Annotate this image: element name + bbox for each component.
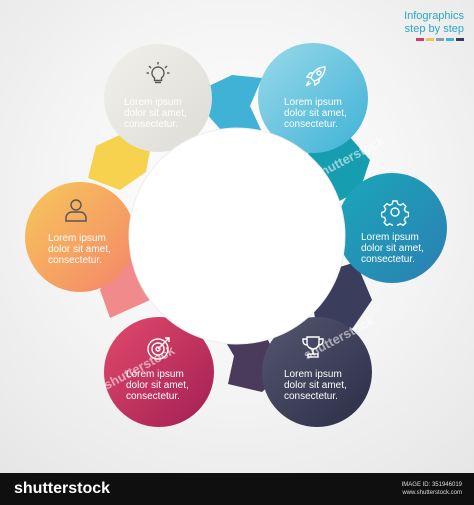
person-icon: [62, 196, 90, 224]
step-2-line-1: Lorem ipsum: [284, 97, 342, 108]
target-icon: [145, 334, 173, 362]
step-4-line-3: consectetur.: [284, 391, 338, 402]
step-circle-4: [262, 317, 372, 427]
footer-logo: shutterstock: [14, 480, 111, 497]
step-5-line-2: dolor sit amet,: [126, 380, 189, 391]
step-circle-2: [258, 43, 368, 153]
step-circle-3: [337, 173, 447, 283]
step-text-6: Lorem ipsum dolor sit amet, consectetur.: [48, 233, 140, 266]
step-text-5: Lorem ipsum dolor sit amet, consectetur.: [126, 369, 218, 402]
footer-bar: shutterstock IMAGE ID: 351946019 www.shu…: [0, 473, 474, 505]
step-1-line-1: Lorem ipsum: [124, 97, 182, 108]
title-block: Infographics step by step: [404, 10, 464, 41]
step-3-line-1: Lorem ipsum: [361, 232, 419, 243]
step-text-2: Lorem ipsum dolor sit amet, consectetur.: [284, 97, 376, 130]
step-circle-1: [104, 44, 212, 152]
step-5-line-1: Lorem ipsum: [126, 369, 184, 380]
swatch-1: [416, 38, 424, 41]
title-line-1: Infographics: [404, 10, 464, 22]
step-6-line-1: Lorem ipsum: [48, 233, 106, 244]
step-3-line-3: consectetur.: [361, 254, 415, 265]
step-5-line-3: consectetur.: [126, 391, 180, 402]
step-2-line-3: consectetur.: [284, 119, 338, 130]
step-circle-5: [104, 317, 214, 427]
title-line-2: step by step: [404, 23, 464, 35]
lightbulb-icon: [144, 60, 172, 88]
color-swatches: [404, 38, 464, 41]
cycle-diagram: [25, 43, 447, 427]
step-6-line-2: dolor sit amet,: [48, 244, 111, 255]
step-3-line-2: dolor sit amet,: [361, 243, 424, 254]
step-6-line-3: consectetur.: [48, 255, 102, 266]
step-text-1: Lorem ipsum dolor sit amet, consectetur.: [124, 97, 216, 130]
footer-image-id: IMAGE ID: 351946019 www.shutterstock.com: [402, 481, 462, 497]
swatch-5: [456, 38, 464, 41]
step-1-line-2: dolor sit amet,: [124, 108, 187, 119]
step-2-line-2: dolor sit amet,: [284, 108, 347, 119]
step-1-line-3: consectetur.: [124, 119, 178, 130]
step-4-line-1: Lorem ipsum: [284, 369, 342, 380]
image-id-text: IMAGE ID: 351946019: [401, 482, 462, 488]
center-circle: [128, 127, 346, 345]
site-text: www.shutterstock.com: [402, 490, 462, 496]
step-4-line-2: dolor sit amet,: [284, 380, 347, 391]
gear-icon: [381, 198, 409, 226]
rocket-icon: [302, 62, 330, 90]
swatch-4: [446, 38, 454, 41]
swatch-3: [436, 38, 444, 41]
trophy-icon: [299, 333, 327, 361]
swatch-2: [426, 38, 434, 41]
step-text-3: Lorem ipsum dolor sit amet, consectetur.: [361, 232, 453, 265]
step-circle-6: [25, 182, 135, 292]
step-text-4: Lorem ipsum dolor sit amet, consectetur.: [284, 369, 376, 402]
infographic-canvas: Infographics step by step: [0, 0, 474, 473]
